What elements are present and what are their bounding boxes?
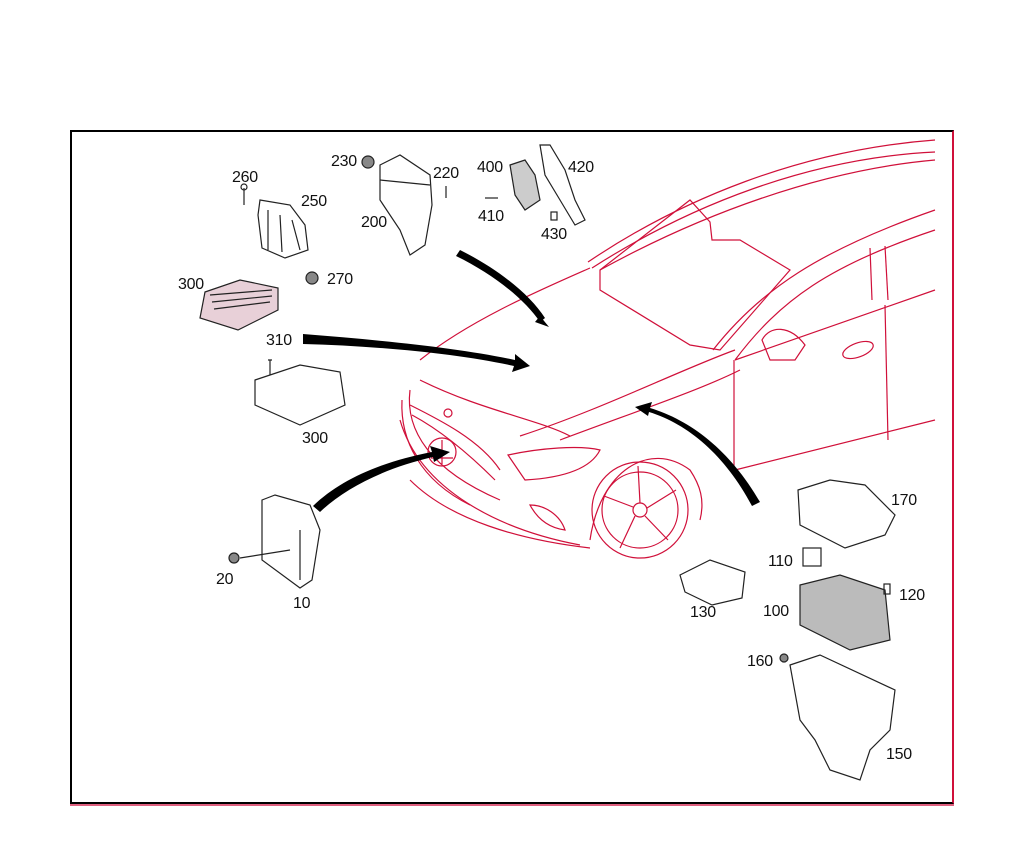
arrow-300 bbox=[303, 334, 530, 372]
callout-260: 260 bbox=[232, 169, 258, 186]
diagram-frame bbox=[70, 130, 954, 804]
callout-250: 250 bbox=[301, 193, 327, 210]
callout-220: 220 bbox=[433, 165, 459, 182]
callout-430: 430 bbox=[541, 226, 567, 243]
arrows bbox=[303, 250, 760, 512]
callout-420: 420 bbox=[568, 159, 594, 176]
callout-170: 170 bbox=[891, 492, 917, 509]
arrow-10 bbox=[313, 446, 450, 512]
callout-100: 100 bbox=[763, 603, 789, 620]
callout-150: 150 bbox=[886, 746, 912, 763]
arrow-200 bbox=[456, 250, 545, 322]
callout-300-lower: 300 bbox=[302, 430, 328, 447]
callout-310: 310 bbox=[266, 332, 292, 349]
callout-130: 130 bbox=[690, 604, 716, 621]
car-body-outline bbox=[399, 139, 936, 559]
callout-410: 410 bbox=[478, 208, 504, 225]
callout-160: 160 bbox=[747, 653, 773, 670]
callout-10: 10 bbox=[293, 595, 311, 612]
callout-300-upper: 300 bbox=[178, 276, 204, 293]
callout-120: 120 bbox=[899, 587, 925, 604]
callout-400: 400 bbox=[477, 159, 503, 176]
callout-270: 270 bbox=[327, 271, 353, 288]
callout-110: 110 bbox=[768, 553, 793, 570]
callout-200: 200 bbox=[361, 214, 387, 231]
arrow-fusebox bbox=[635, 402, 760, 506]
callout-20: 20 bbox=[216, 571, 234, 588]
parts bbox=[199, 144, 896, 781]
callout-230: 230 bbox=[331, 153, 357, 170]
